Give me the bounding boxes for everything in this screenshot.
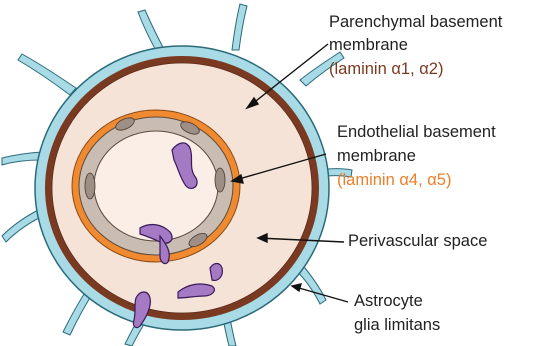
label-parenchymal-line1: Parenchymal basement xyxy=(329,12,502,33)
label-astrocyte-line1: Astrocyte xyxy=(354,291,423,312)
label-endothelial-laminin: (laminin α4, α5) xyxy=(337,170,451,191)
label-parenchymal-laminin: (laminin α1, α2) xyxy=(329,59,443,80)
label-endothelial-line1: Endothelial basement xyxy=(337,122,496,143)
label-astrocyte-line2: glia limitans xyxy=(354,315,440,336)
label-endothelial-line2: membrane xyxy=(337,146,416,167)
label-parenchymal-line2: membrane xyxy=(329,35,408,56)
label-perivascular-space: Perivascular space xyxy=(348,231,487,252)
